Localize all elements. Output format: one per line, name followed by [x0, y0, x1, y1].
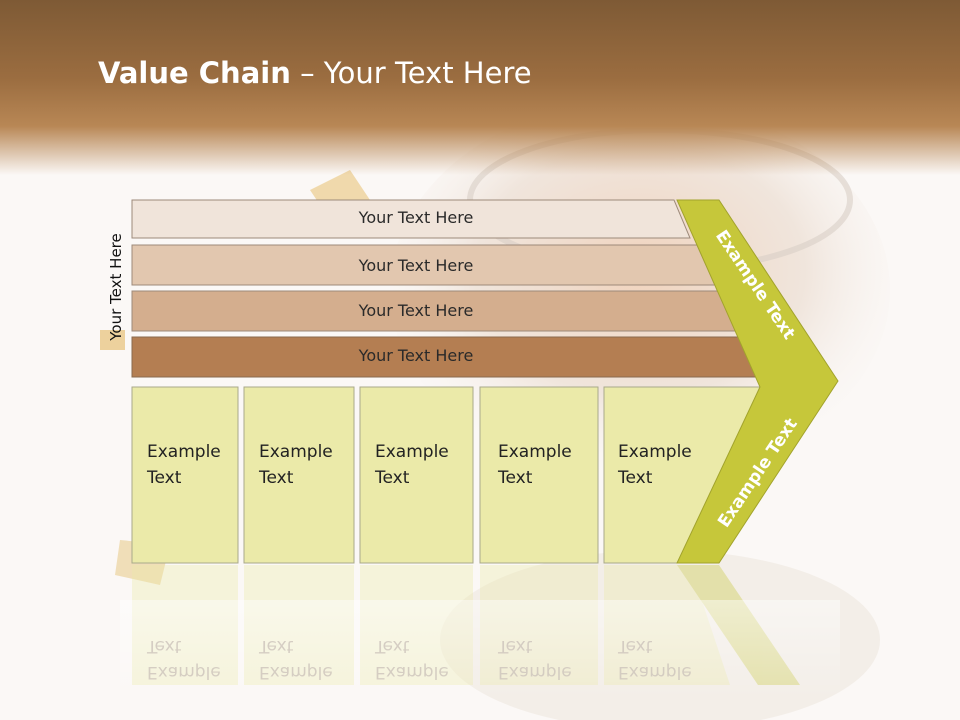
bar-1-label: Your Text Here — [358, 208, 474, 227]
cell-1 — [131, 386, 239, 564]
title-rest: – Your Text Here — [290, 56, 532, 90]
header-band — [0, 0, 960, 175]
cell-2 — [243, 386, 355, 564]
page-title: Value Chain – Your Text Here — [98, 56, 532, 90]
cell-3 — [359, 386, 474, 564]
title-bold: Value Chain — [98, 56, 291, 90]
bar-3-label: Your Text Here — [358, 301, 474, 320]
bar-4-label: Your Text Here — [358, 346, 474, 365]
chevron-arrow — [676, 199, 839, 564]
cell-4 — [479, 386, 599, 564]
bar-1 — [131, 199, 691, 239]
bar-2-label: Your Text Here — [358, 256, 474, 275]
